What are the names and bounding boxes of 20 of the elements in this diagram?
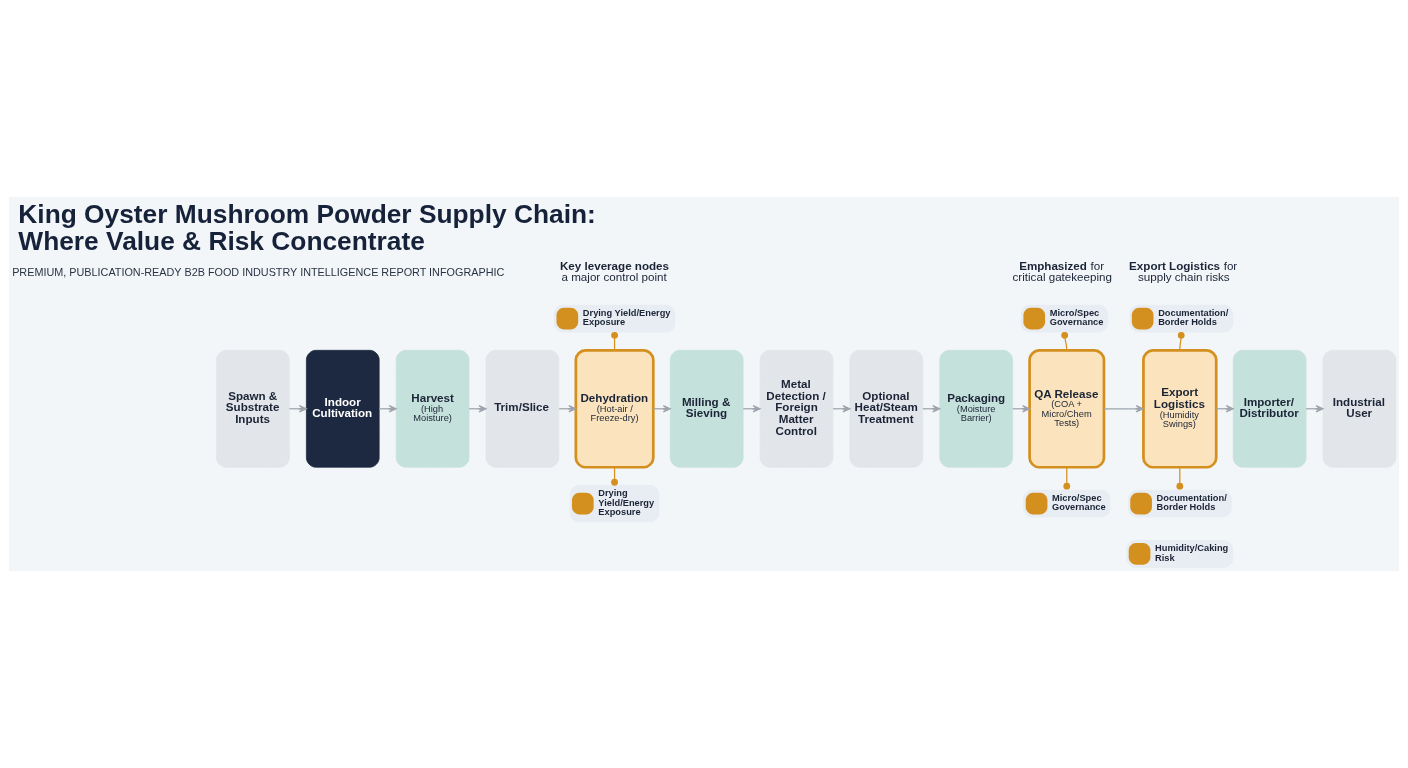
label: Key leverage nodes a major control point xyxy=(559,258,670,284)
node-box: Metal Detection / Foreign Matter Control xyxy=(759,349,834,468)
connector xyxy=(1177,331,1185,351)
node-box: Export Logistics (Humidity Swings) xyxy=(1142,348,1218,469)
node-box: Importer/ Distributor xyxy=(1232,349,1307,468)
node-box: Dehydration (Hot-air / Freeze-dry) xyxy=(574,348,655,469)
node-box: QA Release (COA + Micro/Chem Tests) xyxy=(1028,348,1106,469)
node-box: Milling & Sieving xyxy=(669,349,744,468)
node-box: Spawn & Substrate Inputs xyxy=(216,349,290,468)
arrow xyxy=(1103,405,1144,413)
node-box: Industrial User xyxy=(1322,349,1397,468)
node-box: Optional Heat/Steam Treatment xyxy=(849,349,924,468)
label: Export Logistics for supply chain risks xyxy=(1129,258,1238,284)
label: PREMIUM, PUBLICATION-READY B2B FOOD INDUSTRY INTELLIGENCE REPORT INFOGRAPHIC xyxy=(12,265,505,278)
label: Emphasized for critical gatekeeping xyxy=(1012,258,1112,284)
diagram-title: King Oyster Mushroom Powder Supply Chain: Where Value & Risk Concentrate xyxy=(18,199,596,256)
node-box: Trim/Slice xyxy=(485,349,560,468)
node-box: Packaging (Moisture Barrier) xyxy=(939,349,1013,468)
node-box: Indoor Cultivation xyxy=(306,349,380,468)
node-box: Harvest (High Moisture) xyxy=(395,349,470,468)
